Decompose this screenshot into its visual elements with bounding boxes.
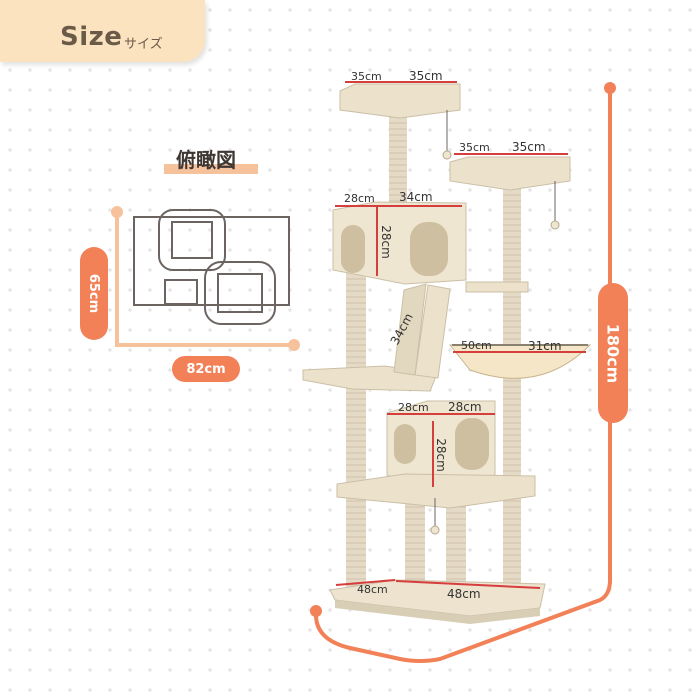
dim-base-width: 48cm xyxy=(447,587,481,601)
upper-condo xyxy=(332,201,467,285)
height-guide-line xyxy=(314,88,612,663)
top-perch-left xyxy=(339,83,461,160)
dim-side-perch-b: 35cm xyxy=(512,140,546,154)
height-guide-dot-bottom xyxy=(310,605,322,617)
dim-side-perch-a: 35cm xyxy=(459,141,490,154)
dim-hammock-width: 50cm xyxy=(461,339,492,352)
top-view-title-underline xyxy=(164,164,258,174)
dim-top-perch-b: 35cm xyxy=(409,69,443,83)
top-view-depth-label: 65cm xyxy=(86,273,102,314)
dim-lower-condo-height: 28cm xyxy=(433,438,448,472)
top-view-guide-line xyxy=(115,212,294,347)
dimension-lines xyxy=(335,81,586,589)
top-view-title-wrap: 俯瞰図 xyxy=(164,144,258,174)
top-view-guide-dot-top xyxy=(111,206,123,218)
dim-top-perch-a: 35cm xyxy=(351,70,382,83)
top-view-width-badge: 82cm xyxy=(172,356,240,382)
hammock xyxy=(448,344,592,379)
top-perch-right xyxy=(449,156,571,230)
top-view-guide-dot-right xyxy=(288,339,300,351)
total-height-label: 180cm xyxy=(603,323,623,383)
top-view-depth-badge: 65cm xyxy=(80,247,108,340)
side-shelf xyxy=(465,281,529,293)
size-title: Size xyxy=(60,22,123,52)
dim-hammock-depth: 31cm xyxy=(528,339,562,353)
size-subtitle: サイズ xyxy=(124,37,163,52)
dim-upper-condo-width: 34cm xyxy=(399,190,433,204)
ramp xyxy=(414,284,451,379)
dim-upper-condo-depth: 28cm xyxy=(344,192,375,205)
mid-platform xyxy=(336,473,536,509)
dim-base-depth: 48cm xyxy=(357,583,388,596)
total-height-badge: 180cm xyxy=(598,283,628,423)
dim-upper-condo-height: 28cm xyxy=(378,225,393,259)
dim-lower-condo-depth: 28cm xyxy=(398,401,429,414)
top-view-title: 俯瞰図 xyxy=(176,148,236,172)
lower-condo xyxy=(386,400,496,491)
height-guide-dot-top xyxy=(604,82,616,94)
dim-lower-condo-width: 28cm xyxy=(448,400,482,414)
top-view-diagram xyxy=(133,209,290,325)
size-header-badge: Size サイズ xyxy=(0,0,205,62)
